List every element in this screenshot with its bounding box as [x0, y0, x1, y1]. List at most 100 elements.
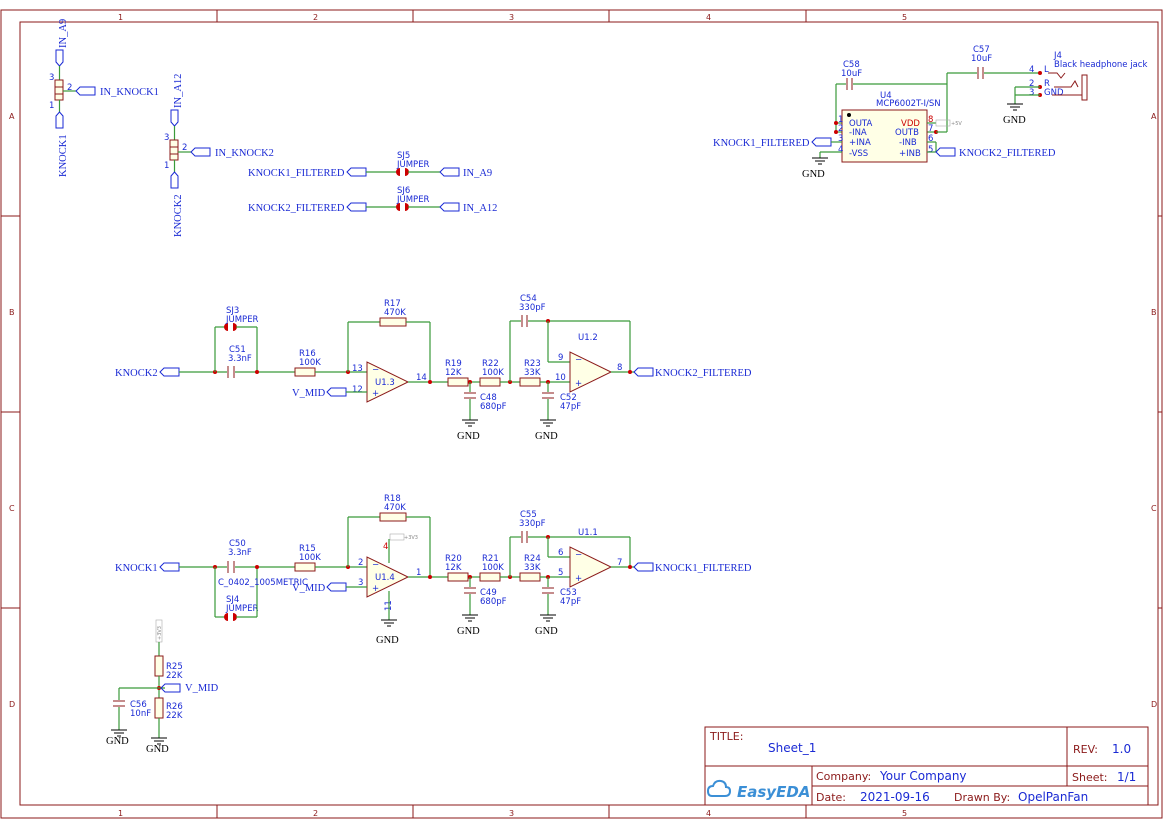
net-label-in-knock2: IN_KNOCK2 — [215, 148, 274, 159]
u4-section: C58 10uF C57 10uF U4 MCP6002T-I/SN OUTA … — [713, 45, 1147, 180]
net-label-knock2-filtered-sj6: KNOCK2_FILTERED — [248, 203, 345, 214]
net-label-v-mid-u13: V_MID — [292, 388, 326, 399]
pin-2: 2 — [67, 83, 72, 93]
u12-minus: − — [575, 355, 582, 365]
u4-pin-outb: OUTB — [895, 128, 919, 138]
gnd-label-c48: GND — [457, 431, 480, 442]
r23-value: 33K — [524, 368, 541, 378]
u12-pin-9: 9 — [558, 353, 563, 363]
row-label-right-d: D — [1151, 700, 1157, 709]
c54-value: 330pF — [519, 303, 546, 313]
c57-ref: C57 — [973, 45, 990, 55]
net-label-knock1-input: KNOCK1 — [115, 563, 158, 574]
u4-pin-ina-neg: -INA — [849, 128, 867, 138]
r19-value: 12K — [445, 368, 462, 378]
r18-value: 470K — [384, 503, 406, 513]
c57-value: 10uF — [971, 54, 992, 64]
gnd-label-c49: GND — [457, 626, 480, 637]
knock2-connector: IN_A12 3 2 1 IN_KNOCK2 KNOCK2 — [164, 74, 274, 237]
title-block: TITLE: Sheet_1 REV: 1.0 Company: Your Co… — [704, 726, 1149, 806]
j4-pin-num-2: 2 — [1029, 79, 1034, 89]
c51-ref: C51 — [229, 345, 246, 355]
u12-plus: + — [575, 379, 582, 389]
u4-pin-inb-neg: -INB — [899, 138, 917, 148]
r24-value: 33K — [524, 563, 541, 573]
r22-value: 100K — [482, 368, 504, 378]
rev-value: 1.0 — [1112, 742, 1131, 756]
u13-ref: U1.3 — [375, 378, 395, 388]
col-label-top-5: 5 — [902, 13, 907, 22]
sj4-value: JUMPER — [225, 604, 259, 614]
c54-ref: C54 — [520, 294, 537, 304]
c49-value: 680pF — [480, 597, 507, 607]
j4-pin-num-4: 4 — [1029, 65, 1034, 75]
r21-ref: R21 — [482, 554, 499, 564]
date-value: 2021-09-16 — [860, 790, 930, 804]
u14-ref: U1.4 — [375, 573, 395, 583]
r22-ref: R22 — [482, 359, 499, 369]
net-label-in-a12-vertical: IN_A12 — [173, 74, 184, 108]
net-label-v-mid-u14: V_MID — [292, 583, 326, 594]
c50-value: 3.3nF — [228, 548, 252, 558]
title-label: TITLE: — [709, 730, 743, 743]
c48-value: 680pF — [480, 402, 507, 412]
row-label-right-c: C — [1151, 504, 1157, 513]
net-label-knock2-vertical: KNOCK2 — [173, 194, 184, 237]
jumper-sj5: KNOCK1_FILTERED SJ5 JUMPER IN_A9 — [248, 151, 492, 179]
u11-plus: + — [575, 574, 582, 584]
gnd-label-c52: GND — [535, 431, 558, 442]
r25-value: 22K — [166, 671, 183, 681]
r19-ref: R19 — [445, 359, 462, 369]
row-label-left-d: D — [9, 700, 15, 709]
u4-pin-num-7: 7 — [928, 124, 933, 134]
c48-ref: C48 — [480, 393, 497, 403]
r26-ref: R26 — [166, 702, 183, 712]
easyeda-logo-text: EasyEDA — [737, 783, 810, 801]
u11-pin-6: 6 — [558, 548, 563, 558]
u13-pin-13: 13 — [352, 364, 363, 374]
net-label-knock1-filtered-sj5: KNOCK1_FILTERED — [248, 168, 345, 179]
col-label-bottom-2: 2 — [313, 809, 318, 818]
row-label-left-a: A — [9, 112, 15, 121]
u4-pin-outa: OUTA — [849, 119, 872, 129]
sj3-value: JUMPER — [225, 315, 259, 325]
r21-value: 100K — [482, 563, 504, 573]
col-label-bottom-3: 3 — [509, 809, 514, 818]
u4-pin-vdd: VDD — [901, 119, 920, 129]
u12-pin-8: 8 — [617, 363, 622, 373]
j4-pin-num-3: 3 — [1029, 88, 1034, 98]
u14-pin-3: 3 — [358, 578, 363, 588]
company-label: Company: — [816, 770, 871, 783]
net-label-knock1-filtered-output: KNOCK1_FILTERED — [655, 563, 752, 574]
c58-ref: C58 — [843, 60, 860, 70]
r15-value: 100K — [299, 553, 321, 563]
pin-1: 1 — [49, 101, 54, 111]
r15-ref: R15 — [299, 544, 316, 554]
c51-value: 3.3nF — [228, 354, 252, 364]
j4-ref: J4 — [1053, 51, 1062, 61]
sheet-label: Sheet: — [1072, 771, 1108, 784]
drawn-by-label: Drawn By: — [954, 791, 1010, 804]
u13-plus: + — [372, 389, 379, 399]
knock1-connector: IN_A9 3 2 1 IN_KNOCK1 KNOCK1 — [49, 19, 159, 177]
r23-ref: R23 — [524, 359, 541, 369]
sj3-ref: SJ3 — [226, 306, 239, 316]
col-label-top-1: 1 — [118, 13, 123, 22]
v-mid-divider: +3V3 R25 22K V_MID R26 22K GND C56 10nF … — [106, 619, 219, 755]
col-label-bottom-5: 5 — [902, 809, 907, 818]
sj5-value: JUMPER — [396, 160, 430, 170]
u13-minus: − — [372, 365, 379, 375]
u14-pin-2: 2 — [358, 558, 363, 568]
u4-pin-ina-pos: +INA — [849, 138, 871, 148]
u4-vdd-plus5v: +5V — [951, 121, 962, 127]
c53-value: 47pF — [560, 597, 581, 607]
net-label-in-knock1: IN_KNOCK1 — [100, 87, 159, 98]
net-label-knock1-vertical: KNOCK1 — [58, 134, 69, 177]
r18-ref: R18 — [384, 494, 401, 504]
u4-pin-num-2: 2 — [838, 124, 843, 134]
gnd-label-c53: GND — [535, 626, 558, 637]
j4-pin-r: R — [1044, 79, 1050, 89]
c50-footprint: C_0402_1005METRIC — [218, 578, 308, 588]
r16-value: 100K — [299, 358, 321, 368]
